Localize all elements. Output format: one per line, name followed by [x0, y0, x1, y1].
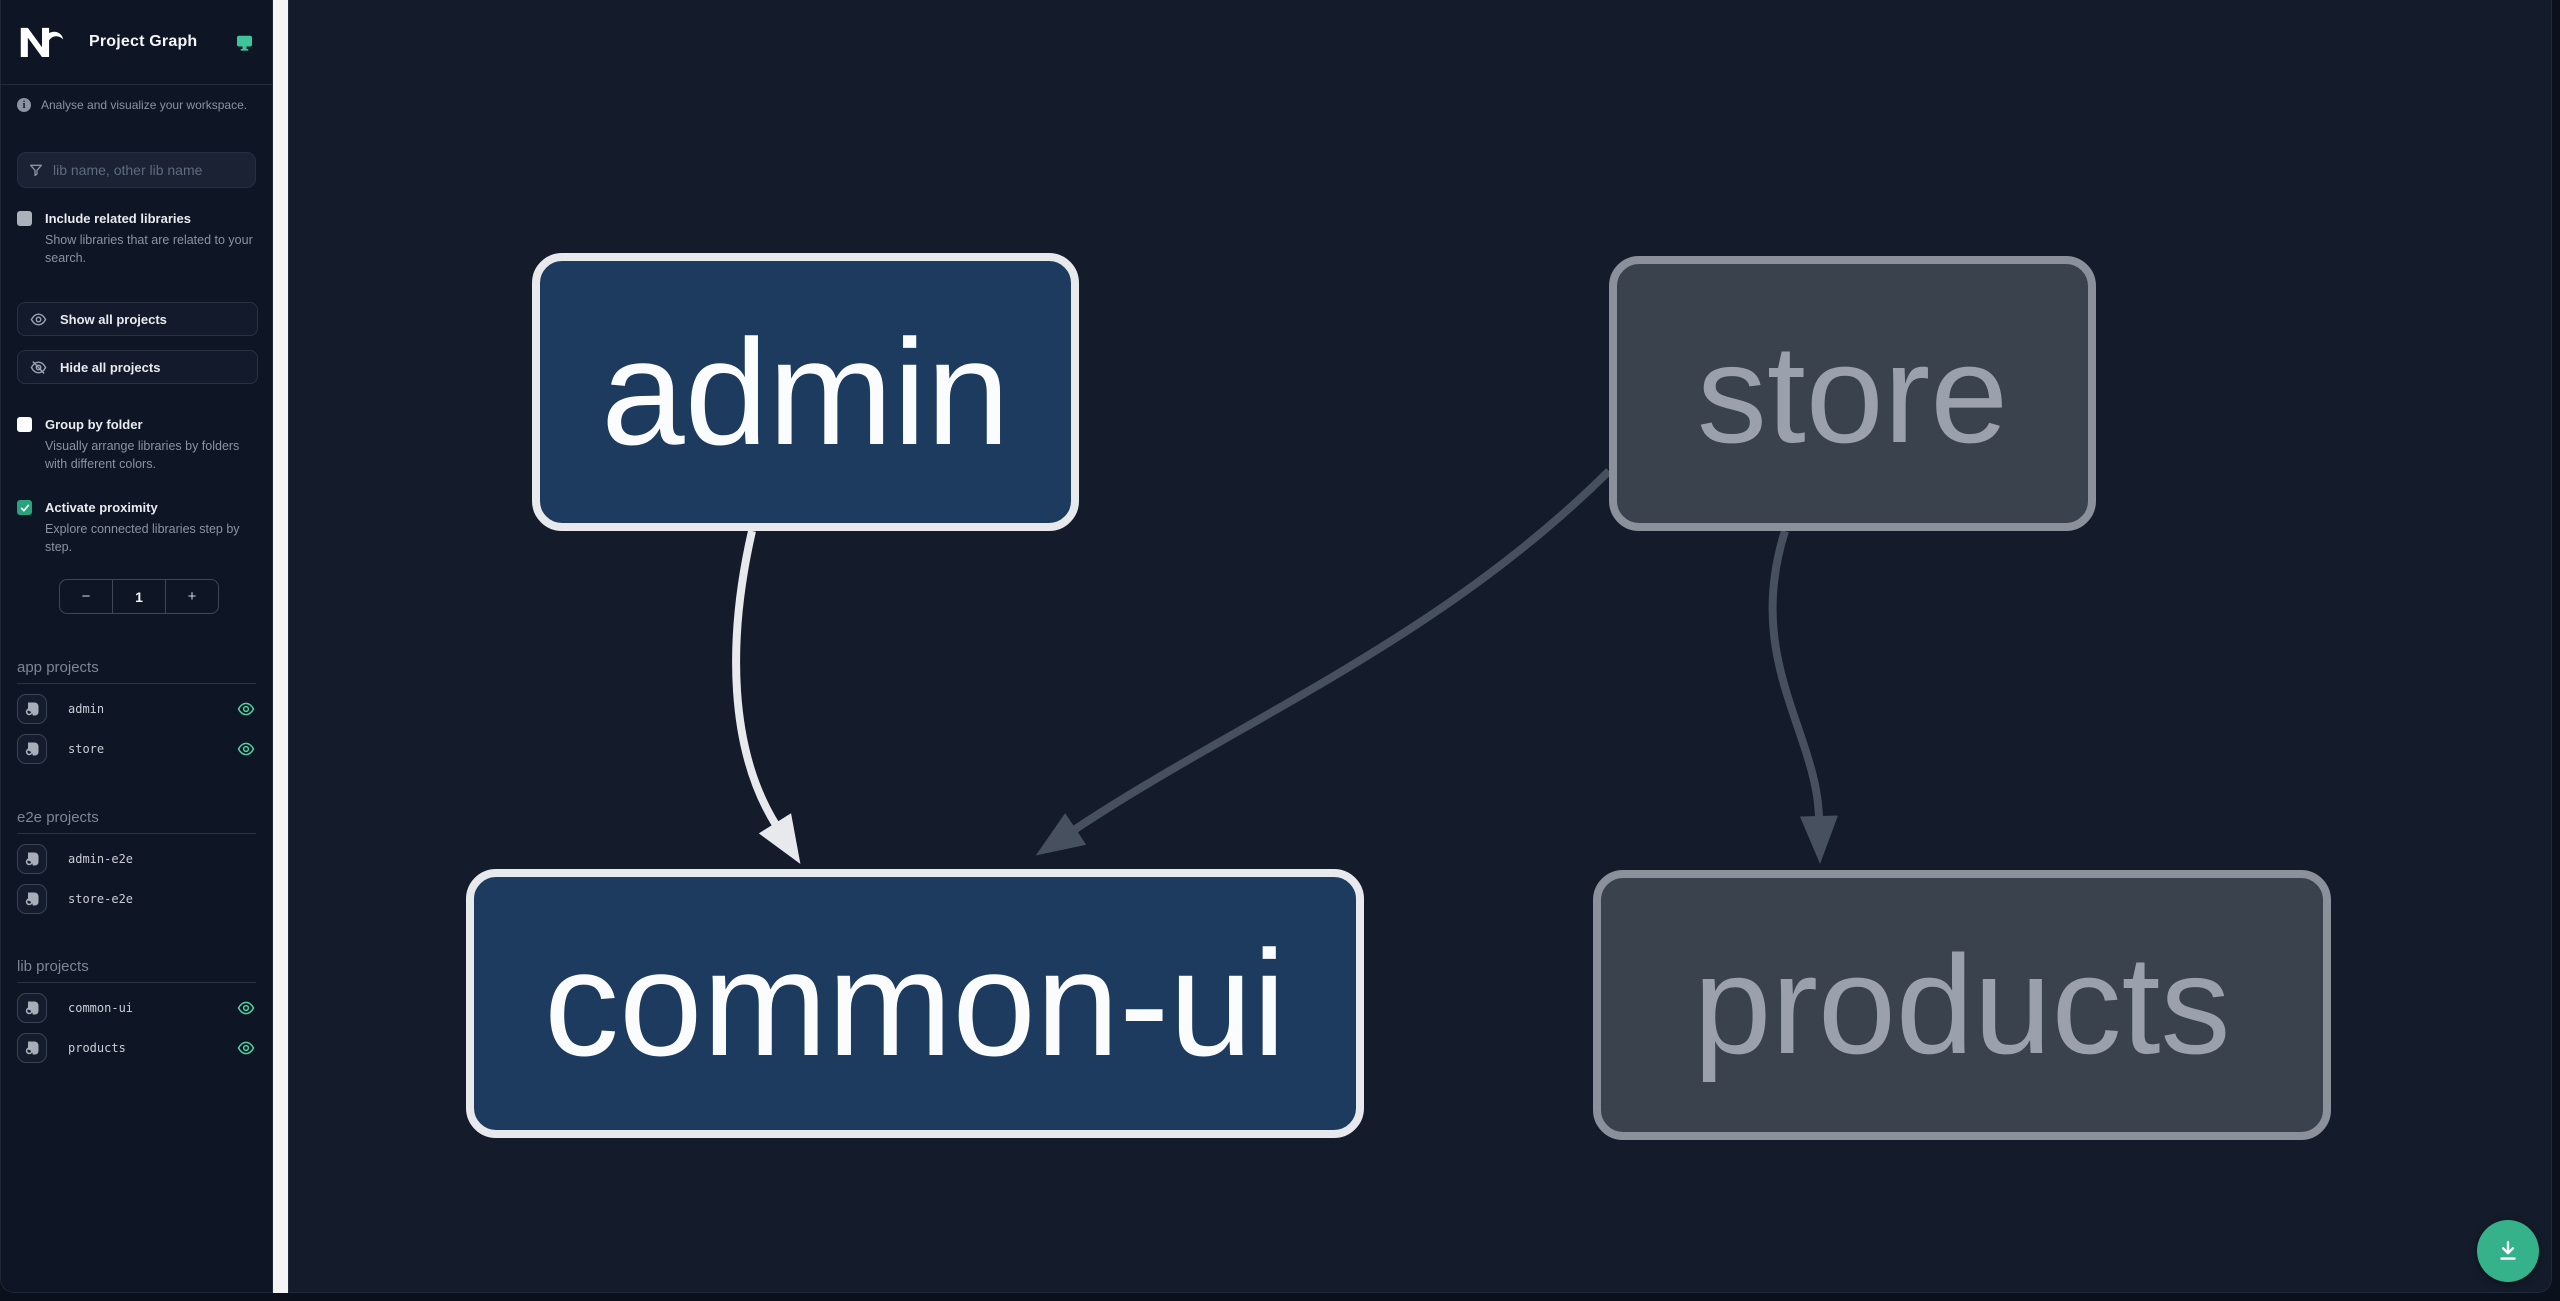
section-title: e2e projects [17, 809, 99, 826]
checkbox-unchecked[interactable] [17, 417, 32, 432]
edge-store-to-common-ui[interactable] [1035, 468, 1612, 856]
group-by-folder-desc: Visually arrange libraries by folders wi… [45, 439, 240, 471]
workspace-tagline: i Analyse and visualize your workspace. [17, 98, 256, 112]
eye-off-icon [30, 360, 47, 374]
focus-project-button[interactable] [17, 844, 47, 874]
section-title: app projects [17, 659, 99, 676]
activate-proximity-desc: Explore connected libraries step by step… [45, 522, 240, 554]
project-name: store [68, 742, 105, 756]
project-name: store-e2e [68, 892, 134, 906]
focus-icon [25, 702, 39, 716]
graph-node-products[interactable]: products [1593, 870, 2331, 1140]
page-title: Project Graph [89, 33, 198, 50]
check-icon [20, 504, 29, 512]
project-row-admin-e2e: admin-e2e [17, 844, 256, 874]
focus-project-button[interactable] [17, 993, 47, 1023]
proximity-value: 1 [112, 580, 166, 613]
section-e2e-projects: e2e projects admin-e2e [17, 809, 256, 914]
section-lib-projects: lib projects common-ui [17, 958, 256, 1063]
download-graph-button[interactable] [2477, 1220, 2539, 1282]
node-label: common-ui [544, 919, 1286, 1087]
hide-all-label: Hide all projects [60, 359, 161, 375]
focus-icon [25, 1041, 39, 1055]
sidebar-canvas-divider [273, 0, 288, 1293]
edges-layer [732, 468, 1838, 864]
section-app-projects: app projects admin [17, 659, 256, 764]
section-divider [17, 833, 256, 834]
eye-icon [30, 312, 47, 326]
toggle-visibility-eye-icon[interactable] [236, 699, 256, 719]
section-title: lib projects [17, 958, 89, 975]
sidebar-header: Project Graph [1, 0, 272, 85]
focus-icon [25, 852, 39, 866]
show-all-projects-button[interactable]: Show all projects [17, 302, 258, 336]
include-related-label: Include related libraries [45, 211, 191, 226]
hide-all-projects-button[interactable]: Hide all projects [17, 350, 258, 384]
project-row-products: products [17, 1033, 256, 1063]
project-row-store-e2e: store-e2e [17, 884, 256, 914]
graph-node-admin[interactable]: admin [532, 253, 1079, 531]
download-icon [2500, 1241, 2516, 1260]
monitor-icon [236, 35, 253, 51]
include-related-checkbox[interactable]: Include related libraries Show libraries… [17, 210, 256, 267]
project-name: products [68, 1041, 126, 1055]
project-name: admin [68, 702, 105, 716]
project-row-store: store [17, 734, 256, 764]
focus-project-button[interactable] [17, 1033, 47, 1063]
node-label: admin [601, 307, 1010, 476]
activate-proximity-label: Activate proximity [45, 500, 158, 515]
info-icon: i [17, 98, 31, 112]
project-name: common-ui [68, 1001, 134, 1015]
focus-icon [25, 892, 39, 906]
proximity-stepper: − 1 + [59, 579, 219, 614]
focus-project-button[interactable] [17, 884, 47, 914]
show-all-label: Show all projects [60, 311, 167, 327]
toggle-visibility-eye-icon[interactable] [236, 739, 256, 759]
proximity-decrease-button[interactable]: − [60, 580, 112, 613]
section-divider [17, 982, 256, 983]
graph-node-store[interactable]: store [1609, 256, 2096, 531]
section-divider [17, 683, 256, 684]
node-label: store [1696, 314, 2009, 472]
focus-icon [25, 742, 39, 756]
search-input[interactable] [53, 162, 245, 178]
search-box [17, 152, 256, 188]
project-row-common-ui: common-ui [17, 993, 256, 1023]
focus-project-button[interactable] [17, 694, 47, 724]
toggle-visibility-eye-icon[interactable] [236, 1038, 256, 1058]
toggle-visibility-eye-icon[interactable] [236, 998, 256, 1018]
graph-node-common-ui[interactable]: common-ui [466, 869, 1364, 1138]
proximity-increase-button[interactable]: + [166, 580, 218, 613]
group-by-folder-checkbox[interactable]: Group by folder Visually arrange librari… [17, 416, 256, 473]
focus-icon [25, 1001, 39, 1015]
focus-project-button[interactable] [17, 734, 47, 764]
activate-proximity-checkbox[interactable]: Activate proximity Explore connected lib… [17, 499, 256, 556]
graph-canvas[interactable]: admin store common-ui products [288, 0, 2552, 1293]
sidebar: Project Graph i Analyse and visualize yo… [0, 0, 273, 1293]
group-by-folder-label: Group by folder [45, 417, 143, 432]
project-name: admin-e2e [68, 852, 134, 866]
node-label: products [1693, 926, 2231, 1083]
edge-store-to-products[interactable] [1768, 529, 1838, 864]
checkbox-checked[interactable] [17, 500, 32, 515]
include-related-desc: Show libraries that are related to your … [45, 233, 253, 265]
filter-funnel-icon [30, 164, 42, 177]
nx-logo [20, 27, 64, 58]
edge-admin-to-common-ui[interactable] [732, 530, 801, 864]
project-row-admin: admin [17, 694, 256, 724]
checkbox-unchecked[interactable] [17, 211, 32, 226]
